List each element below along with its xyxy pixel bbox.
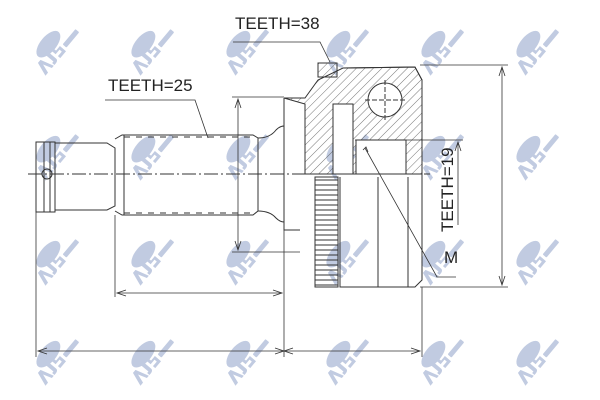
- watermark-logo: [36, 339, 79, 386]
- watermark-logo: [421, 239, 464, 286]
- watermark-logo: [226, 239, 269, 286]
- watermark-logo: [36, 239, 79, 286]
- teeth-25-label: TEETH=25: [108, 76, 193, 95]
- watermark-logo: [131, 134, 174, 181]
- thread-section: [55, 142, 116, 211]
- watermark-logo: [516, 29, 559, 76]
- watermark-logo: [516, 339, 559, 386]
- watermark-logo: [326, 339, 369, 386]
- watermark-logo: [516, 134, 559, 181]
- dimension-lines: [35, 41, 508, 357]
- watermark-logo: [421, 134, 464, 181]
- watermark-logo: [131, 339, 174, 386]
- watermark-logo: [421, 29, 464, 76]
- shaft-end: [35, 141, 56, 213]
- watermark-logo: [326, 239, 369, 286]
- abs-teeth: [315, 179, 338, 286]
- watermark-logo: [36, 134, 79, 181]
- watermark-logo: [326, 29, 369, 76]
- inner-race: [332, 103, 354, 175]
- spline-shaft: [114, 134, 259, 216]
- abs-ring: [314, 176, 339, 288]
- watermark-logo: [421, 339, 464, 386]
- watermark-layer: [36, 29, 559, 386]
- thread-m-label: M: [444, 248, 458, 267]
- bell-housing: [339, 66, 423, 288]
- watermark-logo: [226, 29, 269, 76]
- watermark-logo: [131, 239, 174, 286]
- watermark-logo: [36, 29, 79, 76]
- watermark-logo: [516, 239, 559, 286]
- cotter-hole: [41, 168, 53, 180]
- teeth-19-label: TEETH=19: [438, 147, 457, 232]
- watermark-logo: [131, 29, 174, 76]
- cage: [355, 139, 407, 175]
- part-outline: [28, 62, 430, 288]
- watermark-logo: [226, 134, 269, 181]
- watermark-logo: [226, 339, 269, 386]
- teeth-38-label: TEETH=38: [235, 14, 320, 33]
- teeth-38-marker: [317, 62, 338, 78]
